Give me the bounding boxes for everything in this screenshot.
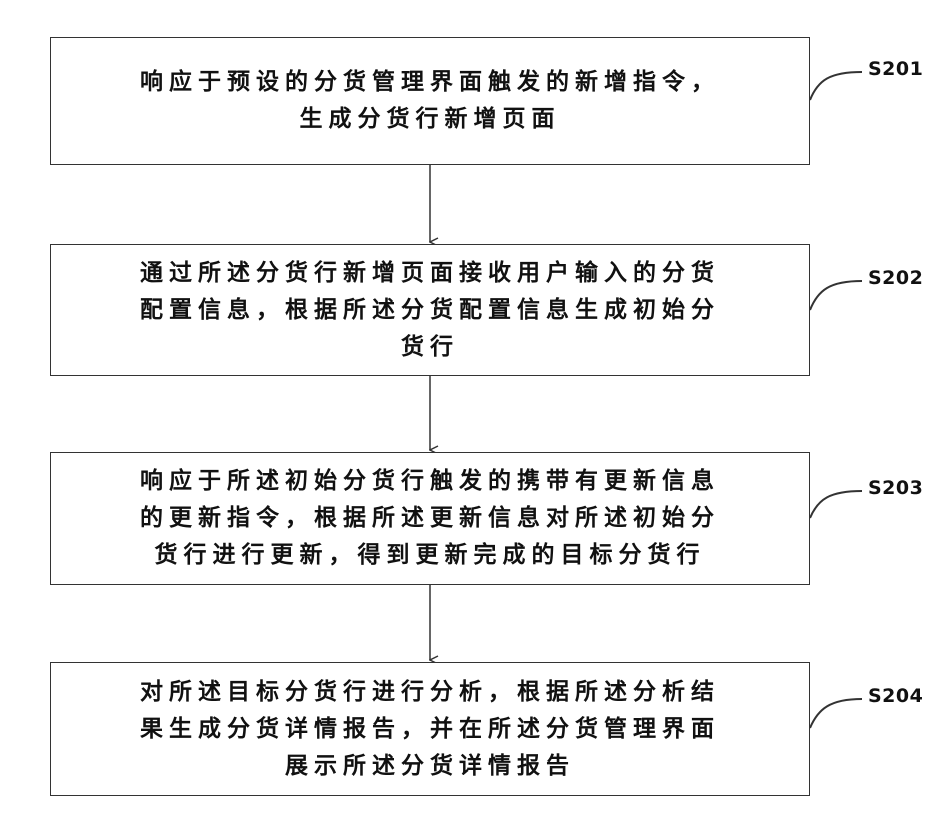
step-text-s203: 响应于所述初始分货行触发的携带有更新信息 的更新指令，根据所述更新信息对所述初始… (140, 463, 720, 574)
step-box-s201: 响应于预设的分货管理界面触发的新增指令， 生成分货行新增页面 (50, 37, 810, 165)
step-label-s202: S202 (868, 267, 923, 289)
step-box-s204: 对所述目标分货行进行分析，根据所述分析结 果生成分货详情报告，并在所述分货管理界… (50, 662, 810, 796)
step-label-s203: S203 (868, 477, 923, 499)
step-box-s203: 响应于所述初始分货行触发的携带有更新信息 的更新指令，根据所述更新信息对所述初始… (50, 452, 810, 585)
step-label-s204: S204 (868, 685, 923, 707)
step-text-s201: 响应于预设的分货管理界面触发的新增指令， 生成分货行新增页面 (140, 64, 720, 138)
step-text-s204: 对所述目标分货行进行分析，根据所述分析结 果生成分货详情报告，并在所述分货管理界… (140, 674, 720, 785)
leader-line-s201 (810, 72, 862, 100)
leader-line-s203 (810, 491, 862, 518)
leader-line-s204 (810, 699, 862, 728)
step-text-s202: 通过所述分货行新增页面接收用户输入的分货 配置信息，根据所述分货配置信息生成初始… (140, 255, 720, 366)
leader-line-s202 (810, 281, 862, 310)
step-label-s201: S201 (868, 58, 923, 80)
step-box-s202: 通过所述分货行新增页面接收用户输入的分货 配置信息，根据所述分货配置信息生成初始… (50, 244, 810, 376)
